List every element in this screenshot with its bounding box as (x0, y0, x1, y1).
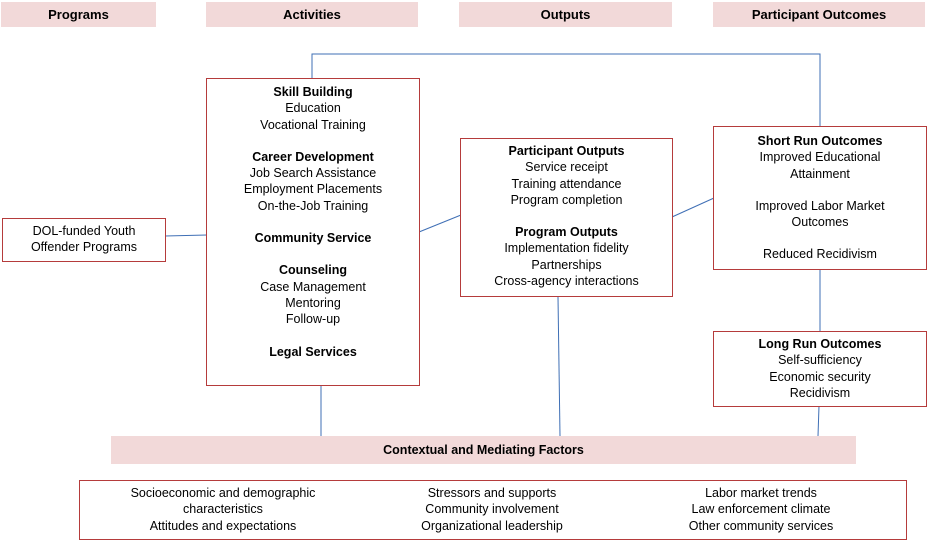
factor-column: Stressors and supports Community involve… (382, 485, 602, 534)
career-development-item: Job Search Assistance (249, 166, 377, 181)
program-line-2: Offender Programs (30, 240, 138, 255)
short-run-item: Improved Educational (759, 150, 881, 165)
legal-services-title: Legal Services (269, 344, 357, 359)
program-outputs-title: Program Outputs (515, 225, 618, 240)
header-activities-label: Activities (283, 7, 341, 22)
header-outputs: Outputs (459, 2, 672, 27)
factor-item: Labor market trends (705, 486, 817, 500)
factor-item: Stressors and supports (427, 486, 557, 500)
contextual-factors-header: Contextual and Mediating Factors (111, 436, 856, 464)
program-output-item: Cross-agency interactions (494, 274, 639, 289)
short-run-title: Short Run Outcomes (757, 134, 883, 148)
factor-item: Socioeconomic and demographic (130, 486, 316, 500)
long-run-item: Self-sufficiency (778, 353, 862, 368)
factor-column: Labor market trends Law enforcement clim… (666, 485, 856, 534)
factor-item: characteristics (183, 502, 263, 517)
short-run-item: Attainment (790, 166, 850, 181)
counseling-title: Counseling (278, 263, 348, 278)
long-run-item: Recidivism (789, 385, 851, 400)
skill-building-item: Education (285, 101, 341, 116)
header-outputs-label: Outputs (540, 7, 591, 22)
participant-output-item: Program completion (510, 192, 623, 207)
program-output-item: Implementation fidelity (504, 241, 629, 256)
career-development-title: Career Development (252, 149, 374, 164)
long-run-item: Economic security (769, 369, 871, 384)
connector-program-to-activities (164, 234, 208, 237)
career-development-item: Employment Placements (243, 182, 383, 197)
connector-long-run-to-context (817, 405, 820, 437)
factor-item: Organizational leadership (421, 518, 563, 533)
factor-item: Community involvement (425, 502, 559, 517)
factor-column: Socioeconomic and demographic characteri… (80, 485, 366, 534)
participant-outputs-title: Participant Outputs (508, 144, 625, 158)
short-run-item: Outcomes (791, 215, 849, 230)
program-output-item: Partnerships (531, 257, 602, 272)
short-run-item: Improved Labor Market (755, 198, 885, 213)
program-line-1: DOL-funded Youth (32, 224, 136, 238)
counseling-item: Mentoring (285, 295, 341, 310)
counseling-item: Follow-up (285, 312, 341, 327)
header-programs: Programs (1, 2, 156, 27)
participant-output-item: Service receipt (525, 160, 608, 175)
connector-activities-to-short-run (311, 53, 821, 126)
header-programs-label: Programs (48, 7, 109, 22)
activities-box: Skill Building Education Vocational Trai… (206, 78, 420, 386)
factor-item: Other community services (688, 518, 834, 533)
program-box: DOL-funded Youth Offender Programs (2, 218, 166, 262)
long-run-title: Long Run Outcomes (758, 337, 882, 351)
factor-item: Attitudes and expectations (149, 518, 297, 533)
short-run-outcomes-box: Short Run Outcomes Improved Educational … (713, 126, 927, 270)
factor-item: Law enforcement climate (691, 502, 831, 517)
connector-outputs-to-short-run (671, 197, 715, 218)
short-run-item: Reduced Recidivism (763, 247, 877, 262)
career-development-item: On-the-Job Training (257, 198, 369, 213)
connector-activities-to-outputs (418, 214, 462, 233)
skill-building-item: Vocational Training (260, 117, 366, 132)
header-participant-outcomes: Participant Outcomes (713, 2, 925, 27)
header-participant-outcomes-label: Participant Outcomes (751, 7, 887, 22)
long-run-outcomes-box: Long Run Outcomes Self-sufficiency Econo… (713, 331, 927, 407)
connector-outputs-to-context (557, 296, 561, 437)
contextual-factors-box: Socioeconomic and demographic characteri… (79, 480, 907, 540)
outputs-box: Participant Outputs Service receipt Trai… (460, 138, 673, 297)
counseling-item: Case Management (260, 279, 366, 294)
participant-output-item: Training attendance (511, 176, 622, 191)
contextual-factors-title: Contextual and Mediating Factors (383, 443, 584, 457)
header-activities: Activities (206, 2, 418, 27)
skill-building-title: Skill Building (273, 85, 353, 99)
community-service-title: Community Service (254, 231, 372, 246)
